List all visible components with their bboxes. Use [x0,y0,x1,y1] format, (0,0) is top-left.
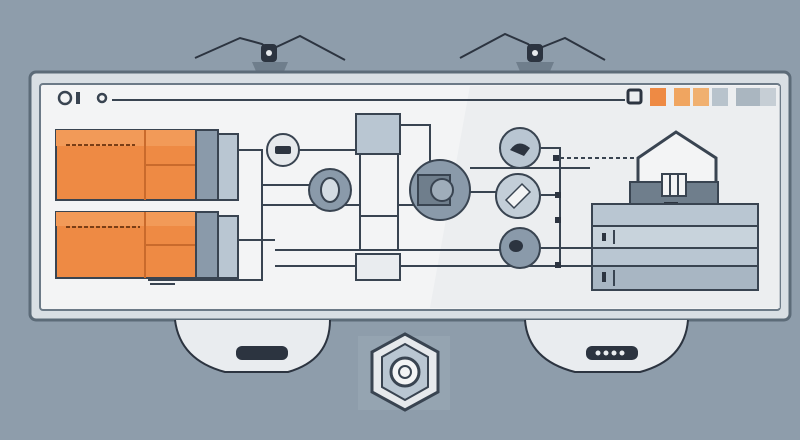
hanging-lamp-left-icon [194,34,346,76]
strap-right [524,319,689,373]
storage-unit-top [55,129,239,201]
central-column [355,113,401,281]
hanging-lamp-right-icon [459,32,606,76]
node-small-top [266,133,300,167]
node-mid-right [495,173,541,219]
gear-nut-icon [358,332,450,412]
node-top-right [499,127,541,169]
node-lens-center [409,159,471,221]
storage-unit-bottom [55,211,239,285]
node-bottom-right [499,227,541,269]
server-rack-icon [591,203,759,291]
strap-left [174,319,331,373]
connector-dots [553,155,561,268]
node-lens-left [308,168,352,212]
top-bar [57,88,776,106]
